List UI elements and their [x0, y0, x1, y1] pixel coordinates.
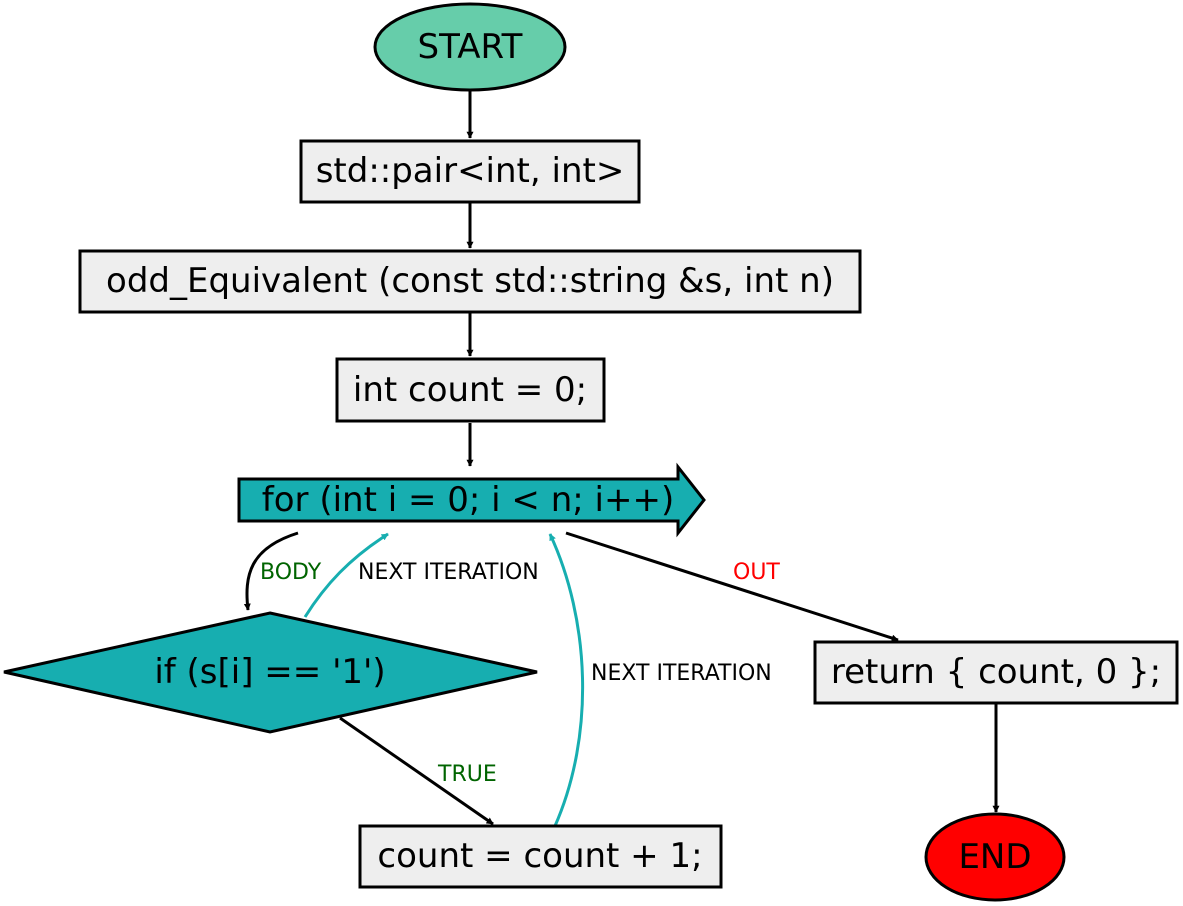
node-cond-label: if (s[i] == '1') — [154, 652, 385, 692]
edge-cond-to-incr-true — [339, 716, 494, 826]
node-end: END — [924, 812, 1066, 902]
edge-label-out: OUT — [733, 560, 780, 585]
edge-label-next-iteration-2: NEXT ITERATION — [591, 661, 772, 686]
node-end-label: END — [958, 837, 1031, 877]
edge-label-true: TRUE — [437, 762, 497, 787]
node-func: odd_Equivalent (const std::string &s, in… — [78, 249, 862, 314]
node-incr-label: count = count + 1; — [377, 836, 702, 876]
node-ret-label: return { count, 0 }; — [831, 652, 1161, 692]
edge-label-body: BODY — [260, 560, 322, 585]
node-func-label: odd_Equivalent (const std::string &s, in… — [106, 261, 834, 301]
edge-loop-to-cond-body — [243, 531, 299, 611]
node-ret: return { count, 0 }; — [813, 640, 1179, 705]
edge-label-next-iteration-1: NEXT ITERATION — [358, 560, 539, 585]
node-loop: for (int i = 0; i < n; i++) — [237, 462, 706, 538]
node-incr: count = count + 1; — [358, 824, 723, 889]
start-terminal-shape — [373, 2, 567, 92]
node-decl: std::pair<int, int> — [299, 139, 641, 204]
end-terminal-shape — [924, 812, 1066, 902]
node-start-label: START — [418, 27, 523, 67]
node-loop-label: for (int i = 0; i < n; i++) — [262, 480, 674, 520]
loop-arrow-shape — [237, 462, 706, 538]
edge-cond-to-loop-next — [303, 532, 389, 618]
node-start: START — [373, 2, 567, 92]
node-cond: if (s[i] == '1') — [3, 611, 538, 734]
edge-incr-to-loop-next — [548, 533, 585, 827]
node-init: int count = 0; — [335, 357, 606, 423]
incr-box — [358, 824, 723, 889]
func-box — [78, 249, 862, 314]
edge-loop-to-ret-out — [565, 531, 899, 642]
node-decl-label: std::pair<int, int> — [316, 151, 625, 191]
node-init-label: int count = 0; — [353, 370, 587, 410]
cond-diamond-shape — [3, 611, 538, 734]
decl-box — [299, 139, 641, 204]
ret-box — [813, 640, 1179, 705]
init-box — [335, 357, 606, 423]
